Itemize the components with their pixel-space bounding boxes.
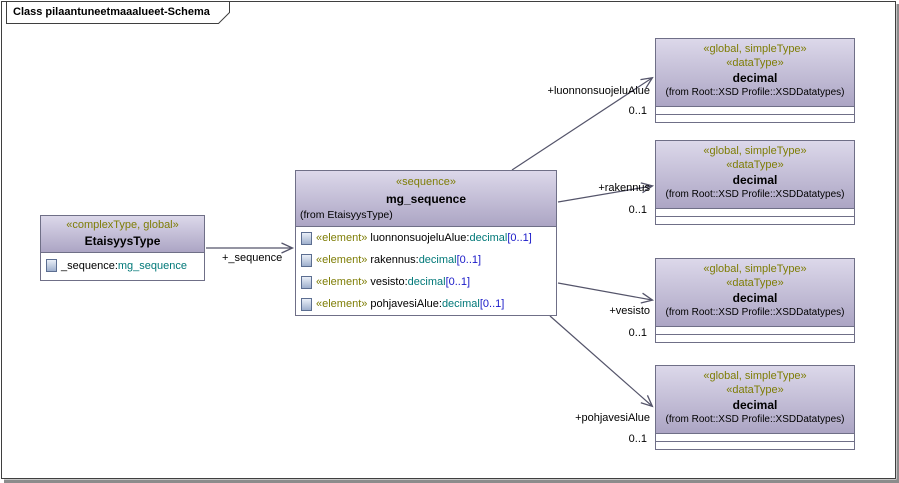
frame-title-label: Class pilaantuneetmaaalueet-Schema <box>13 6 210 18</box>
element-cardinality: [0..1] <box>456 254 482 266</box>
element-type: decimal <box>441 298 480 310</box>
mg-sequence-name: mg_sequence <box>385 192 467 206</box>
datatype-header: «global, simpleType» «dataType» decimal … <box>656 366 854 433</box>
attribute-name: _sequence: <box>61 259 118 272</box>
datatype-box-decimal-3[interactable]: «global, simpleType» «dataType» decimal … <box>655 258 855 343</box>
element-name: rakennus: <box>370 254 419 266</box>
class-box-etaisyystype[interactable]: «complexType, global» EtaisyysType _sequ… <box>40 215 205 281</box>
datatype-name: decimal <box>732 398 778 412</box>
attribute-type: mg_sequence <box>117 259 187 272</box>
element-stereotype: «element» <box>316 232 368 244</box>
datatype-stereotype-1: «global, simpleType» <box>703 370 807 382</box>
element-stereotype: «element» <box>316 298 368 310</box>
datatype-stereotype-2: «dataType» <box>726 277 784 289</box>
datatype-stereotype-2: «dataType» <box>726 159 784 171</box>
element-text: «element»pohjavesiAlue:decimal[0..1] <box>316 298 504 310</box>
datatype-header: «global, simpleType» «dataType» decimal … <box>656 141 854 208</box>
element-name: luonnonsuojeluAlue: <box>370 232 470 244</box>
element-stereotype: «element» <box>316 254 368 266</box>
element-cardinality: [0..1] <box>479 298 505 310</box>
mg-sequence-from: (from EtaisyysType) <box>300 209 393 221</box>
mg-sequence-header: «sequence» mg_sequence (from EtaisyysTyp… <box>296 171 556 227</box>
etaisyystype-name: EtaisyysType <box>84 234 161 248</box>
element-row: «element»rakennus:decimal[0..1] <box>296 249 556 271</box>
operations-compartment <box>656 334 854 342</box>
element-cardinality: [0..1] <box>507 232 532 244</box>
cardinality-label: 0..1 <box>628 105 647 117</box>
datatype-stereotype-1: «global, simpleType» <box>703 263 807 275</box>
etaisyystype-stereotype: «complexType, global» <box>66 219 179 231</box>
attribute-icon <box>46 259 57 272</box>
datatype-name: decimal <box>732 173 778 187</box>
datatype-box-decimal-4[interactable]: «global, simpleType» «dataType» decimal … <box>655 365 855 450</box>
element-type: decimal <box>418 254 457 266</box>
element-text: «element»luonnonsuojeluAlue:decimal[0..1… <box>316 232 532 244</box>
cardinality-label: 0..1 <box>628 433 647 445</box>
mg-sequence-stereotype: «sequence» <box>396 176 456 188</box>
datatype-box-decimal-2[interactable]: «global, simpleType» «dataType» decimal … <box>655 140 855 225</box>
operations-compartment <box>656 216 854 224</box>
element-text: «element»vesisto:decimal[0..1] <box>316 276 470 288</box>
element-type: decimal <box>407 276 446 288</box>
datatype-name: decimal <box>732 71 778 85</box>
element-row: «element»pohjavesiAlue:decimal[0..1] <box>296 293 556 315</box>
element-row: «element»vesisto:decimal[0..1] <box>296 271 556 293</box>
role-label-vesisto: +vesisto <box>609 305 650 317</box>
datatype-box-decimal-1[interactable]: «global, simpleType» «dataType» decimal … <box>655 38 855 123</box>
attribute-text: _sequence:mg_sequence <box>61 260 187 272</box>
role-label-sequence: +_sequence <box>222 252 283 264</box>
element-text: «element»rakennus:decimal[0..1] <box>316 254 481 266</box>
cardinality-label: 0..1 <box>628 327 647 339</box>
datatype-from: (from Root::XSD Profile::XSDDatatypes) <box>665 307 845 318</box>
element-icon <box>301 253 312 267</box>
attributes-compartment <box>656 433 854 441</box>
element-name: pohjavesiAlue: <box>370 298 442 310</box>
operations-compartment <box>656 441 854 449</box>
datatype-name: decimal <box>732 291 778 305</box>
etaisyystype-attribute-row: _sequence:mg_sequence <box>41 253 204 278</box>
role-label-luonnonsuojelualue: +luonnonsuojeluAlue <box>547 85 650 97</box>
frame-shadow-bottom <box>4 479 899 483</box>
etaisyystype-header: «complexType, global» EtaisyysType <box>41 216 204 253</box>
cardinality-label: 0..1 <box>628 204 647 216</box>
datatype-header: «global, simpleType» «dataType» decimal … <box>656 259 854 326</box>
element-stereotype: «element» <box>316 276 368 288</box>
datatype-from: (from Root::XSD Profile::XSDDatatypes) <box>665 189 845 200</box>
role-label-pohjavesialue: +pohjavesiAlue <box>575 412 650 424</box>
element-icon <box>301 297 312 311</box>
datatype-stereotype-1: «global, simpleType» <box>703 43 807 55</box>
mg-sequence-body: «element»luonnonsuojeluAlue:decimal[0..1… <box>296 227 556 315</box>
attributes-compartment <box>656 326 854 334</box>
element-name: vesisto: <box>370 276 408 288</box>
datatype-stereotype-2: «dataType» <box>726 384 784 396</box>
connector-vesisto <box>557 282 655 304</box>
element-icon <box>301 275 312 289</box>
class-box-mg-sequence[interactable]: «sequence» mg_sequence (from EtaisyysTyp… <box>295 170 557 316</box>
operations-compartment <box>656 114 854 122</box>
attributes-compartment <box>656 106 854 114</box>
datatype-stereotype-1: «global, simpleType» <box>703 145 807 157</box>
datatype-stereotype-2: «dataType» <box>726 57 784 69</box>
role-label-rakennus: +rakennus <box>598 182 650 194</box>
datatype-header: «global, simpleType» «dataType» decimal … <box>656 39 854 106</box>
datatype-from: (from Root::XSD Profile::XSDDatatypes) <box>665 87 845 98</box>
attributes-compartment <box>656 208 854 216</box>
datatype-from: (from Root::XSD Profile::XSDDatatypes) <box>665 414 845 425</box>
element-type: decimal <box>469 232 508 244</box>
element-row: «element»luonnonsuojeluAlue:decimal[0..1… <box>296 227 556 249</box>
element-cardinality: [0..1] <box>445 276 471 288</box>
element-icon <box>301 231 312 245</box>
